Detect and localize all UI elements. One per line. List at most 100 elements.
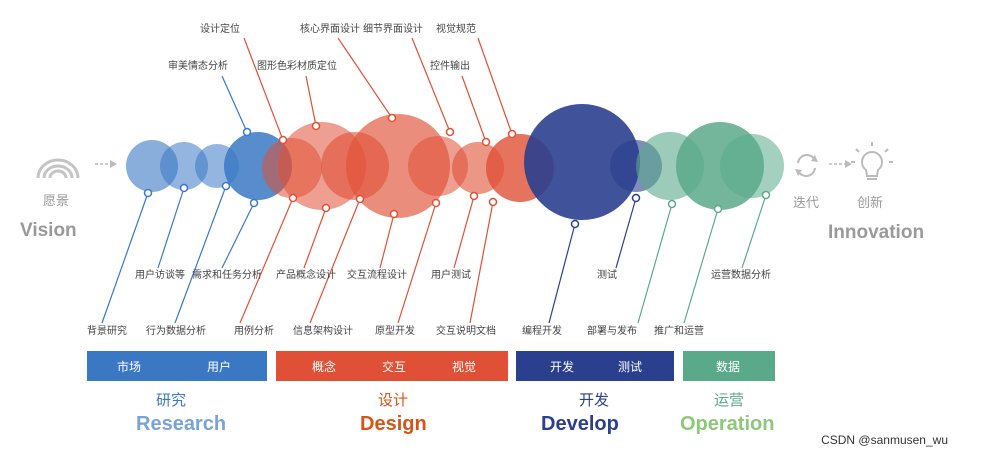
leader-line xyxy=(305,75,317,127)
leader-line xyxy=(309,198,361,324)
leader-dot xyxy=(242,127,252,137)
operate-bar: 数据 xyxy=(683,351,775,381)
leader-line xyxy=(101,192,149,324)
bar-item-interaction: 交互 xyxy=(382,360,407,374)
watermark: CSDN @sanmusen_wu xyxy=(821,433,948,447)
label-use-case: 用例分析 xyxy=(234,326,274,337)
bubble xyxy=(160,142,208,190)
bar-item-user: 用户 xyxy=(207,360,232,374)
bar-item-data: 数据 xyxy=(716,360,741,374)
vision-label: Vision xyxy=(20,220,77,241)
bubble xyxy=(720,134,784,198)
leader-line xyxy=(548,223,576,324)
label-behavior-data: 行为数据分析 xyxy=(146,326,206,337)
leader-dot xyxy=(389,209,399,219)
leader-dot xyxy=(667,199,677,209)
leader-dot xyxy=(278,135,288,145)
leader-dot xyxy=(431,198,441,208)
leader-dot xyxy=(481,137,491,147)
label-aesthetic-analysis: 审美情态分析 xyxy=(168,61,228,72)
develop-en: Develop xyxy=(541,413,619,435)
leader-line xyxy=(239,197,294,324)
operate-en: Operation xyxy=(680,413,775,435)
leader-line xyxy=(741,194,767,269)
label-visual-spec: 视觉规范 xyxy=(436,24,476,35)
label-user-interview: 用户访谈等 xyxy=(135,270,185,281)
leader-line xyxy=(397,202,437,324)
bubble xyxy=(524,104,640,220)
label-requirement: 需求和任务分析 xyxy=(192,270,262,281)
leader-dot xyxy=(507,129,517,139)
leader-dot xyxy=(488,197,498,207)
leader-dot xyxy=(143,188,153,198)
refresh-icon xyxy=(795,154,818,177)
leader-dot xyxy=(311,121,321,131)
leader-line xyxy=(157,187,185,269)
leader-dot xyxy=(321,203,331,213)
lightbulb-icon xyxy=(851,142,893,180)
design-en: Design xyxy=(360,413,427,435)
develop-cn: 开发 xyxy=(579,391,610,409)
innovation-label: Innovation xyxy=(828,222,925,243)
label-interaction-doc: 交互说明文档 xyxy=(436,326,496,337)
label-deploy: 部署与发布 xyxy=(587,326,637,337)
leader-dot xyxy=(387,113,397,123)
label-programming: 编程开发 xyxy=(522,326,562,337)
leader-dot xyxy=(469,191,479,201)
bubble-group xyxy=(126,104,784,220)
label-prototype: 原型开发 xyxy=(375,326,415,337)
leader-line xyxy=(379,213,395,269)
leader-dot xyxy=(631,193,641,203)
leader-line xyxy=(615,197,637,269)
operate-cn: 运营 xyxy=(714,391,745,409)
leader-lines xyxy=(101,37,767,324)
label-ops-data: 运营数据分析 xyxy=(711,270,771,281)
leader-line xyxy=(461,75,487,143)
leader-line xyxy=(453,195,475,269)
label-interaction-flow: 交互流程设计 xyxy=(347,270,407,281)
leader-line xyxy=(477,37,513,135)
leader-dot xyxy=(761,190,771,200)
design-bar: 概念 交互 视觉 xyxy=(276,351,508,381)
develop-bar: 开发 测试 xyxy=(516,351,674,381)
research-bar: 市场 用户 xyxy=(87,351,267,381)
leader-dot xyxy=(445,127,455,137)
leader-line xyxy=(637,203,673,324)
label-promotion: 推广和运营 xyxy=(654,326,704,337)
leader-dot xyxy=(713,204,723,214)
leader-line xyxy=(337,37,393,119)
leader-line xyxy=(411,37,451,133)
leader-dot xyxy=(221,181,231,191)
label-product-concept: 产品概念设计 xyxy=(276,270,336,281)
leader-dot xyxy=(288,193,298,203)
leader-line xyxy=(243,37,284,141)
leader-dot xyxy=(570,219,580,229)
bar-item-test: 测试 xyxy=(618,360,643,374)
vision-cn: 愿景 xyxy=(43,194,70,209)
leader-line xyxy=(683,208,719,324)
bubble xyxy=(408,136,468,196)
leader-line xyxy=(221,202,255,269)
research-en: Research xyxy=(136,413,227,435)
label-core-ui: 核心界面设计 xyxy=(300,24,360,35)
label-background-research: 背景研究 xyxy=(87,326,127,337)
leader-dot xyxy=(355,194,365,204)
arrow-icon xyxy=(829,160,852,168)
label-detail-ui: 细节界面设计 xyxy=(363,24,423,35)
leader-dot xyxy=(179,183,189,193)
bar-item-dev: 开发 xyxy=(550,360,575,374)
leader-line xyxy=(469,201,494,324)
arrow-icon xyxy=(95,160,117,168)
bar-item-concept: 概念 xyxy=(312,360,337,374)
design-cn: 设计 xyxy=(378,391,409,409)
iterate-cn: 迭代 xyxy=(793,196,820,211)
leader-line xyxy=(221,75,248,133)
rainbow-icon xyxy=(36,158,80,179)
research-cn: 研究 xyxy=(156,391,187,409)
leader-dot xyxy=(249,198,259,208)
innovate-cn: 创新 xyxy=(857,196,884,211)
label-design-positioning: 设计定位 xyxy=(200,24,240,35)
label-graphic-color: 图形色彩材质定位 xyxy=(257,61,337,72)
label-control-output: 控件输出 xyxy=(430,61,470,72)
